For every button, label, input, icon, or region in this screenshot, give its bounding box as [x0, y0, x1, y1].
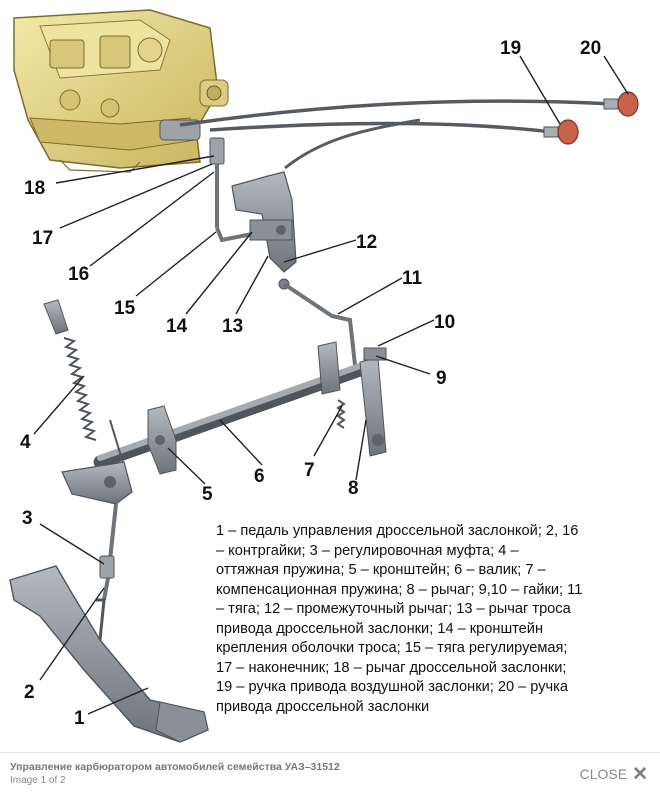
- carburetor: [13, 9, 229, 173]
- label-11: 11: [402, 268, 423, 289]
- legend-line: крепления оболочки троса; 15 – тяга регу…: [216, 640, 568, 656]
- label-10: 10: [434, 312, 455, 333]
- label-20: 20: [580, 38, 601, 59]
- legend-line: 1 – педаль управления дроссельной заслон…: [216, 523, 579, 539]
- legend-line: компенсационная пружина; 8 – рычаг; 9,10…: [216, 581, 583, 598]
- image-counter: Image 1 of 2: [10, 775, 66, 786]
- label-9: 9: [436, 368, 447, 389]
- label-5: 5: [202, 484, 213, 505]
- return-spring-4: [43, 299, 125, 467]
- legend-line: привода дроссельной заслонки: [216, 698, 430, 715]
- cables: [179, 99, 613, 170]
- bracket-5: [147, 405, 177, 475]
- pedal-arm: [61, 461, 133, 601]
- label-8: 8: [348, 478, 359, 499]
- label-17: 17: [32, 228, 53, 249]
- carburetor-control-diagram: 1 2 3 4 5 6 7 8 9 10 11 12 13 14 15 16 1…: [9, 9, 639, 743]
- legend-line: привода дроссельной заслонки; 14 – кронш…: [216, 620, 544, 637]
- legend-line: – контргайки; 3 – регулировочная муфта; …: [216, 542, 519, 559]
- image-caption: Управление карбюратором автомобилей семе…: [10, 761, 340, 773]
- bracket-right: [317, 341, 341, 395]
- label-4: 4: [20, 432, 31, 453]
- label-1: 1: [74, 708, 85, 729]
- rod-11: [282, 282, 358, 375]
- label-3: 3: [22, 508, 33, 529]
- lightbox-footer: Управление карбюратором автомобилей семе…: [0, 752, 660, 801]
- label-18: 18: [24, 178, 45, 199]
- legend-line: оттяжная пружина; 5 – кронштейн; 6 – вал…: [216, 562, 546, 578]
- throttle-knob-20: [603, 91, 639, 117]
- legend-line: 17 – наконечник; 18 – рычаг дроссельной …: [216, 659, 567, 676]
- label-7: 7: [304, 460, 315, 481]
- label-14: 14: [166, 316, 188, 337]
- choke-knob-19: [543, 119, 579, 145]
- throttle-linkage-rod: [209, 137, 263, 243]
- label-16: 16: [68, 264, 89, 285]
- legend-line: – тяга; 12 – промежуточный рычаг; 13 – р…: [216, 601, 571, 617]
- label-19: 19: [500, 38, 521, 59]
- label-12: 12: [356, 232, 377, 253]
- accelerator-pedal: [9, 565, 209, 743]
- label-2: 2: [24, 682, 35, 703]
- label-15: 15: [114, 298, 136, 319]
- label-6: 6: [254, 466, 265, 487]
- close-icon[interactable]: ✕: [632, 763, 648, 785]
- close-label: CLOSE: [579, 766, 628, 782]
- intermediate-lever: [231, 171, 297, 290]
- parts-legend: 1 – педаль управления дроссельной заслон…: [216, 522, 650, 717]
- compensation-spring-7: [336, 399, 346, 429]
- label-13: 13: [222, 316, 243, 337]
- legend-line: 19 – ручка привода воздушной заслонки; 2…: [216, 679, 568, 695]
- leader-lines: [33, 55, 629, 715]
- shaft-6: [93, 363, 367, 469]
- close-button[interactable]: CLOSE ✕: [580, 764, 648, 784]
- lever-8: [359, 347, 387, 457]
